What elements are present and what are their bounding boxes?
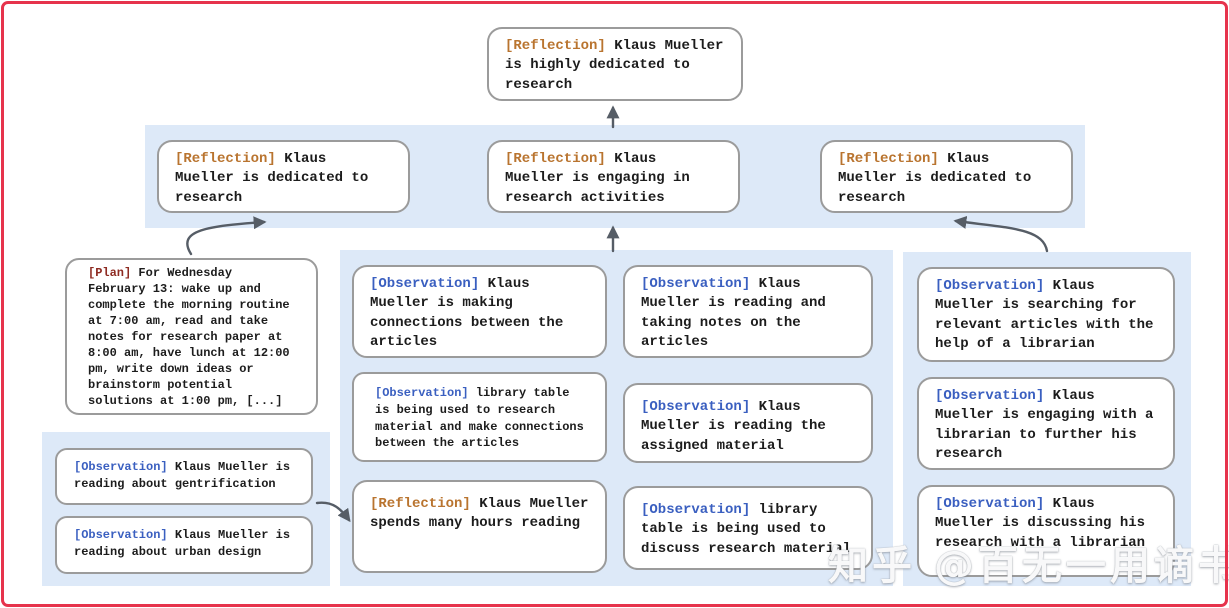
node-reflection-left: [Reflection] Klaus Mueller is dedicated … — [157, 140, 410, 213]
node-text: Klaus Mueller is dedicated to research — [175, 151, 369, 206]
observation-tag: [Observation] — [74, 528, 168, 542]
node-text: For Wednesday February 13: wake up and c… — [88, 266, 290, 408]
node-text: library table is being used to discuss r… — [641, 502, 852, 557]
zhihu-watermark: 知乎 @百无一用谪书生 — [828, 543, 1229, 589]
node-reflection-middle: [Reflection] Klaus Mueller is engaging i… — [487, 140, 740, 213]
node-plan: [Plan] For Wednesday February 13: wake u… — [65, 258, 318, 415]
node-text: Klaus Mueller is highly dedicated to res… — [505, 38, 724, 93]
node-text: Klaus Mueller spends many hours reading — [370, 496, 589, 532]
node-text: Klaus Mueller is dedicated to research — [838, 151, 1032, 206]
node-obs-making-connections: [Observation] Klaus Mueller is making co… — [352, 265, 607, 358]
observation-tag: [Observation] — [370, 276, 480, 292]
observation-tag: [Observation] — [641, 276, 751, 292]
node-text: Klaus Mueller is discussing his research… — [935, 496, 1146, 551]
node-text: Klaus Mueller is reading and taking note… — [641, 276, 826, 350]
observation-tag: [Observation] — [641, 399, 751, 415]
node-text: Klaus Mueller is searching for relevant … — [935, 278, 1154, 352]
node-text: Klaus Mueller is engaging with a librari… — [935, 388, 1154, 462]
reflection-tag: [Reflection] — [838, 151, 939, 167]
node-text: library table is being used to research … — [375, 386, 584, 451]
node-obs-library-table-discuss: [Observation] library table is being use… — [623, 486, 873, 570]
node-reflection-hours-reading: [Reflection] Klaus Mueller spends many h… — [352, 480, 607, 573]
reflection-tag: [Reflection] — [175, 151, 276, 167]
observation-tag: [Observation] — [935, 278, 1045, 294]
node-obs-discussing-research: [Observation] Klaus Mueller is discussin… — [917, 485, 1175, 577]
observation-tag: [Observation] — [375, 386, 469, 400]
node-obs-taking-notes: [Observation] Klaus Mueller is reading a… — [623, 265, 873, 358]
reflection-tag: [Reflection] — [370, 496, 471, 512]
node-obs-assigned-material: [Observation] Klaus Mueller is reading t… — [623, 383, 873, 463]
node-text: Klaus Mueller is making connections betw… — [370, 276, 564, 350]
reflection-tag: [Reflection] — [505, 38, 606, 54]
node-obs-engaging-librarian: [Observation] Klaus Mueller is engaging … — [917, 377, 1175, 470]
node-obs-gentrification: [Observation] Klaus Mueller is reading a… — [55, 448, 313, 505]
node-reflection-right: [Reflection] Klaus Mueller is dedicated … — [820, 140, 1073, 213]
node-text: Klaus Mueller is reading the assigned ma… — [641, 399, 826, 454]
node-obs-searching-articles: [Observation] Klaus Mueller is searching… — [917, 267, 1175, 362]
node-text: Klaus Mueller is reading about urban des… — [74, 528, 291, 559]
plan-tag: [Plan] — [88, 266, 132, 280]
node-obs-library-table-research: [Observation] library table is being use… — [352, 372, 607, 462]
node-text: Klaus Mueller is reading about gentrific… — [74, 460, 291, 491]
observation-tag: [Observation] — [935, 496, 1045, 512]
observation-tag: [Observation] — [641, 502, 751, 518]
node-obs-urban-design: [Observation] Klaus Mueller is reading a… — [55, 516, 313, 574]
reflection-tag: [Reflection] — [505, 151, 606, 167]
observation-tag: [Observation] — [935, 388, 1045, 404]
observation-tag: [Observation] — [74, 460, 168, 474]
node-text: Klaus Mueller is engaging in research ac… — [505, 151, 690, 206]
node-root-reflection: [Reflection] Klaus Mueller is highly ded… — [487, 27, 743, 101]
